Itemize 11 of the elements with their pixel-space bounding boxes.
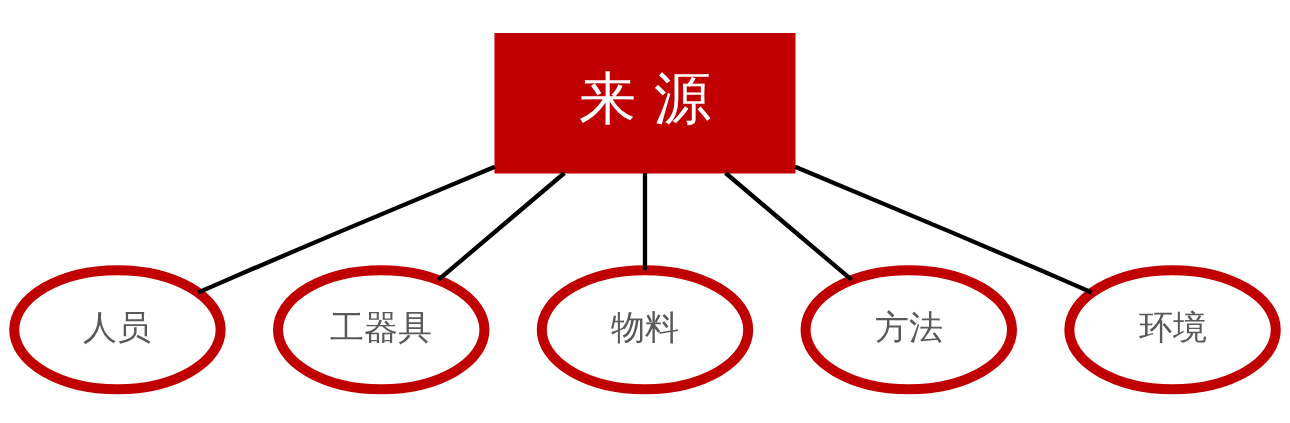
connector (197, 164, 496, 295)
node-ellipse: 工器具 (273, 265, 490, 395)
connector (794, 164, 1093, 295)
connector (436, 171, 566, 282)
node-ellipse: 人员 (9, 265, 226, 395)
node-ellipse: 环境 (1064, 265, 1281, 395)
connector (642, 173, 648, 271)
node-ellipse: 物料 (536, 265, 754, 395)
connector (724, 171, 854, 282)
node-ellipse: 方法 (800, 265, 1017, 395)
node-box: 来 源 (494, 33, 796, 174)
